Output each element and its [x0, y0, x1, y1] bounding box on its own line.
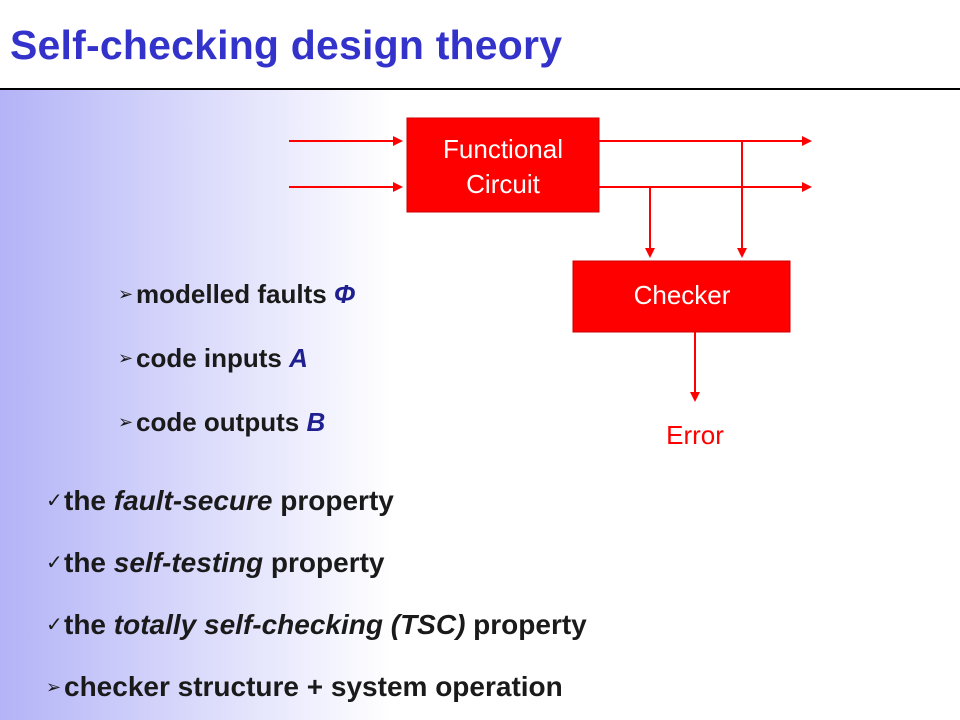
- item-text-post: property: [465, 609, 587, 640]
- left-gradient-panel: [0, 90, 393, 720]
- functional-circuit-box: [406, 117, 600, 213]
- item-text-post: property: [272, 485, 394, 516]
- item-text-pre: the: [64, 485, 114, 516]
- arrow-bullet-icon: ➢: [118, 412, 134, 432]
- list-item: ➢ code outputs B: [118, 390, 355, 454]
- item-text-emphasis: self-testing: [113, 547, 264, 578]
- item-text-pre: checker structure + system operation: [64, 671, 563, 702]
- arrow-bullet-icon: ➢: [46, 677, 62, 697]
- item-variable: A: [289, 342, 308, 373]
- list-item: ➢ checker structure + system operation: [46, 656, 587, 718]
- slide-title: Self-checking design theory: [10, 22, 563, 68]
- list-item: ✓ the self-testing property: [46, 532, 587, 594]
- item-text: modelled faults: [136, 278, 334, 309]
- sub-bullet-list: ➢ modelled faults Φ ➢ code inputs A ➢ co…: [118, 262, 355, 454]
- title-underline: [0, 88, 960, 90]
- functional-circuit-label-line-1: Functional: [443, 134, 563, 164]
- list-item: ➢ code inputs A: [118, 326, 355, 390]
- main-bullet-list: ✓ the fault-secure property ✓ the self-t…: [46, 470, 587, 718]
- check-bullet-icon: ✓: [46, 490, 63, 512]
- arrow-bullet-icon: ➢: [118, 284, 134, 304]
- list-item: ✓ the fault-secure property: [46, 470, 587, 532]
- item-text-pre: the: [64, 547, 114, 578]
- item-text-pre: the: [64, 609, 114, 640]
- item-text: code outputs: [136, 406, 307, 437]
- item-text-emphasis: fault-secure: [113, 485, 273, 516]
- item-variable: B: [306, 406, 326, 437]
- error-label: Error: [666, 420, 724, 450]
- item-text-emphasis: totally self-checking (TSC): [113, 609, 466, 640]
- check-bullet-icon: ✓: [46, 552, 63, 574]
- check-bullet-icon: ✓: [46, 614, 63, 636]
- functional-circuit-label-line-2: Circuit: [466, 169, 540, 199]
- list-item: ➢ modelled faults Φ: [118, 262, 355, 326]
- checker-box: [572, 260, 791, 333]
- item-variable: Φ: [333, 278, 356, 309]
- list-item: ✓ the totally self-checking (TSC) proper…: [46, 594, 587, 656]
- item-text: code inputs: [136, 342, 290, 373]
- arrow-bullet-icon: ➢: [118, 348, 134, 368]
- item-text-post: property: [263, 547, 385, 578]
- checker-label: Checker: [634, 280, 731, 310]
